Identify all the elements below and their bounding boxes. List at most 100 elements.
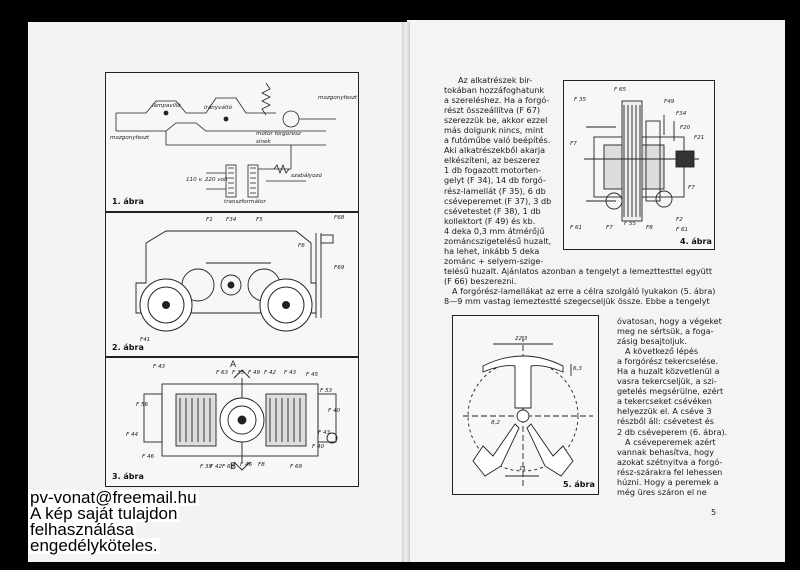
fig4-label-11: F8 bbox=[646, 225, 653, 231]
fig4-label-4: F20 bbox=[680, 125, 691, 131]
p2-line: getelés megsérülne, ezért bbox=[617, 386, 724, 397]
p1-line: ha lehet, inkább 5 deka bbox=[444, 245, 540, 256]
fig3-label-11: F 46 bbox=[142, 454, 155, 460]
p1-line: a futóműbe való beépítés. bbox=[444, 135, 551, 146]
fig3-label-12: F 39 bbox=[200, 464, 213, 470]
label-voltage: 110 v. 220 volt bbox=[186, 177, 228, 183]
fig3-label-2: F 35 bbox=[232, 370, 245, 376]
fig3-label-4: F 42 bbox=[264, 370, 277, 376]
fig4-label-8: F 61 bbox=[570, 225, 583, 231]
p2-line: helyezzük el. A cséve 3 bbox=[617, 406, 712, 417]
fig3-label-b: B bbox=[230, 462, 237, 472]
p2-line: még üres száron el ne bbox=[617, 486, 707, 497]
fig4-label-0: F 35 bbox=[574, 97, 587, 103]
p1-line: elkészíteni, az beszerez bbox=[444, 155, 540, 166]
p1-full-line: telésű huzalt. Ajánlatos azonban a tenge… bbox=[444, 266, 713, 276]
label-mozgonyfesz-2: mozgonyfeszt bbox=[318, 95, 358, 101]
fig3-label-0: F 43 bbox=[153, 364, 166, 370]
fig4-label-3: F34 bbox=[676, 111, 687, 117]
fig3-label-19: F8 bbox=[258, 462, 265, 468]
figure-4-rotor-cross-section bbox=[584, 100, 699, 222]
p1-line: a szereléshez. Ha a forgó- bbox=[444, 95, 550, 106]
book-gutter bbox=[402, 22, 410, 562]
p1-line: Aki alkatrészekből akarja bbox=[444, 145, 546, 156]
p2-line: meg ne sértsük, a foga- bbox=[617, 326, 714, 337]
fig2-label-1: F34 bbox=[226, 217, 237, 223]
label-iranyvalto: irányváltó bbox=[204, 105, 233, 111]
label-szabalyozo: szabályozó bbox=[291, 173, 322, 179]
fig5-label-2: 8,2 bbox=[491, 420, 500, 426]
watermark-line-1: pv-vonat@freemail.hu bbox=[28, 488, 199, 507]
p2-line: részből áll: csévetest és bbox=[617, 416, 714, 427]
paragraph-1-narrow: Az alkatrészek bir- tokában hozzáfoghatu… bbox=[444, 75, 552, 266]
fig5-label-1: 6,3 bbox=[573, 366, 582, 372]
p1-line: rész-lamellát (F 35), 6 db bbox=[444, 185, 546, 196]
fig4-label-7: F7 bbox=[688, 185, 695, 191]
fig3-label-16: F 43 bbox=[318, 430, 331, 436]
fig3-label-14: F 68 bbox=[222, 464, 235, 470]
label-motor: motor forgórész bbox=[256, 131, 301, 137]
p1-line: 4 deka 0,3 mm átmérőjű bbox=[444, 225, 545, 236]
fig4-label-13: F 61 bbox=[676, 227, 689, 233]
fig3-label-3: F 49 bbox=[248, 370, 261, 376]
fig2-label-3: F68 bbox=[334, 215, 345, 221]
fig3-label-18: F 46 bbox=[240, 462, 253, 468]
figure-3-motor-assembly bbox=[143, 369, 338, 471]
figure-3: F 43 F 63 F 35 F 49 F 42 F 43 F 45 F 56 … bbox=[105, 357, 359, 487]
fig3-label-6: F 45 bbox=[306, 372, 319, 378]
p2-line: A cséveperemek azért bbox=[625, 436, 716, 447]
p2-line: húzni. Hogy a peremek a bbox=[617, 476, 719, 487]
p1-line: zománc + selyem-szige- bbox=[444, 255, 544, 266]
paragraph-full-width: telésű huzalt. Ajánlatos azonban a tenge… bbox=[444, 266, 724, 306]
figure-4: F 35 F 65 F49 F34 F20 F21 F7 F7 F 61 F7 … bbox=[563, 80, 715, 250]
p1-line: 1 db fogazott motorten- bbox=[444, 165, 542, 176]
p2-line: azokat szétnyitva a forgó- bbox=[617, 456, 723, 467]
label-sinek: sinek bbox=[256, 139, 271, 145]
p1-line: csévetestet (F 38), 1 db bbox=[444, 205, 541, 216]
fig4-label-1: F 65 bbox=[614, 87, 627, 93]
figure-3-caption: 3. ábra bbox=[112, 472, 144, 481]
fig3-label-a: A bbox=[230, 360, 237, 370]
fig2-label-4: F6 bbox=[298, 243, 305, 249]
watermark-line-3: felhasználása bbox=[28, 520, 136, 539]
label-transzformator: transzformátor bbox=[224, 199, 266, 205]
fig2-label-6: F41 bbox=[140, 337, 151, 343]
page-number: 5 bbox=[711, 508, 717, 517]
p1-line: kollektort (F 49) és kb. bbox=[444, 215, 536, 226]
fig3-label-13: F 42 bbox=[210, 464, 223, 470]
figure-2-chassis-drawing bbox=[135, 230, 334, 332]
fig2-label-5: F69 bbox=[334, 265, 345, 271]
p1-line: részt összeállítva (F 67) bbox=[444, 105, 540, 116]
fig4-label-6: F7 bbox=[570, 141, 577, 147]
figure-2: F1 F34 F5 F68 F6 F69 F41 2. ábra bbox=[105, 212, 359, 357]
p1-line: más dolgunk nincs, mint bbox=[444, 125, 544, 136]
fig3-label-17: F 40 bbox=[312, 444, 325, 450]
p2-line: 2 db cséveperem (6. ábra). bbox=[617, 426, 728, 437]
p2-line: Ha a huzalt közvetlenül a bbox=[617, 366, 720, 377]
p1-line: tokában hozzáfoghatunk bbox=[444, 85, 545, 96]
fig3-label-10: F 40 bbox=[328, 408, 341, 414]
fig3-label-7: F 56 bbox=[136, 402, 149, 408]
fig5-label-0: 22,3 bbox=[515, 336, 528, 342]
fig4-label-12: F2 bbox=[676, 217, 683, 223]
figure-5: 22,3 6,3 8,2 11 5. ábra bbox=[452, 315, 599, 495]
figure-4-caption: 4. ábra bbox=[680, 237, 712, 246]
fig3-label-15: F 69 bbox=[290, 464, 303, 470]
fig3-label-5: F 43 bbox=[284, 370, 297, 376]
p2-full-line: A forgórész-lamellákat az erre a célra s… bbox=[452, 286, 716, 297]
fig4-label-2: F49 bbox=[664, 99, 675, 105]
watermark-line-4: engedélyköteles. bbox=[28, 536, 160, 555]
p2-line: a forgórész tekercselése. bbox=[617, 356, 719, 367]
p2-full-line: 8—9 mm vastag lemeztestté szegecseljük ö… bbox=[444, 296, 710, 307]
watermark-line-2: A kép saját tulajdon bbox=[28, 504, 180, 523]
figure-5-caption: 5. ábra bbox=[563, 480, 595, 489]
p1-full-line: (F 66) beszerezni. bbox=[444, 276, 517, 287]
fig2-label-2: F5 bbox=[256, 217, 263, 223]
figure-5-lamella-drawing bbox=[463, 336, 593, 486]
fig5-label-3: 11 bbox=[519, 466, 527, 472]
p2-line: zásig besajtoljuk. bbox=[617, 336, 687, 347]
fig2-label-0: F1 bbox=[206, 217, 213, 223]
p2-line: vasra tekercseljük, a szi- bbox=[617, 376, 717, 387]
figure-1: lámpavilló irányváltó motor forgórész mo… bbox=[105, 72, 359, 212]
p2-line: A következő lépés bbox=[625, 346, 699, 357]
